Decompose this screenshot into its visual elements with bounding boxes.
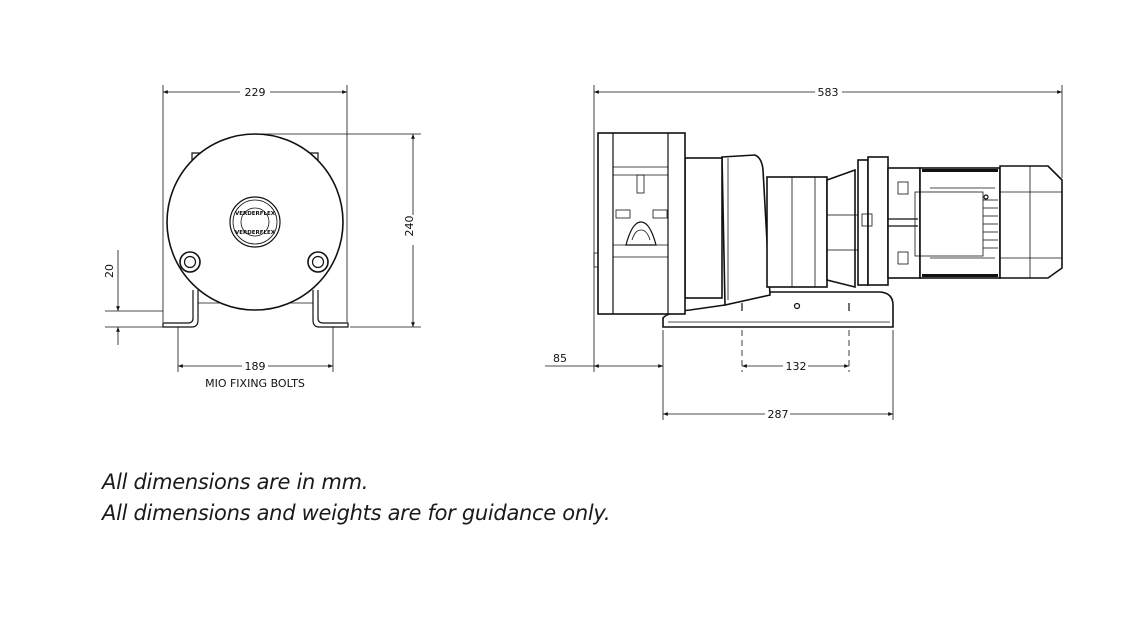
bolt-label: MIO FIXING BOLTS — [205, 377, 305, 390]
note-guidance: All dimensions and weights are for guida… — [102, 501, 611, 525]
dim-base-287: 287 — [663, 330, 894, 421]
pump-front-view: VERDERFLEX VERDERFLEX — [162, 133, 349, 328]
bolt-right — [307, 251, 329, 273]
dim-label: 85 — [553, 352, 567, 365]
dim-offset-85: 85 — [545, 330, 664, 420]
dim-label: 189 — [245, 360, 266, 373]
svg-text:VERDERFLEX: VERDERFLEX — [235, 211, 276, 217]
dim-width-229: 229 — [162, 85, 348, 322]
hub-logo: VERDERFLEX VERDERFLEX — [229, 196, 281, 248]
dim-bolt-spacing-189: 189 MIO FIXING BOLTS — [177, 327, 334, 390]
dim-label: 287 — [768, 408, 789, 421]
dim-label: 132 — [786, 360, 807, 373]
svg-text:VERDERFLEX: VERDERFLEX — [235, 230, 276, 236]
dim-label: 583 — [818, 86, 839, 99]
dim-height-240: 240 — [255, 133, 421, 328]
dim-label: 229 — [245, 86, 266, 99]
bolt-left — [179, 251, 201, 273]
dim-hole-spacing-132: 132 — [741, 330, 850, 373]
dim-foot-20: 20 — [103, 250, 163, 345]
note-units: All dimensions are in mm. — [102, 470, 369, 494]
dim-length-583: 583 — [593, 85, 1063, 372]
dim-label: 240 — [403, 216, 416, 237]
pump-side-view — [593, 132, 1063, 328]
dim-label: 20 — [103, 264, 116, 278]
pump-housing-circle — [166, 133, 344, 311]
